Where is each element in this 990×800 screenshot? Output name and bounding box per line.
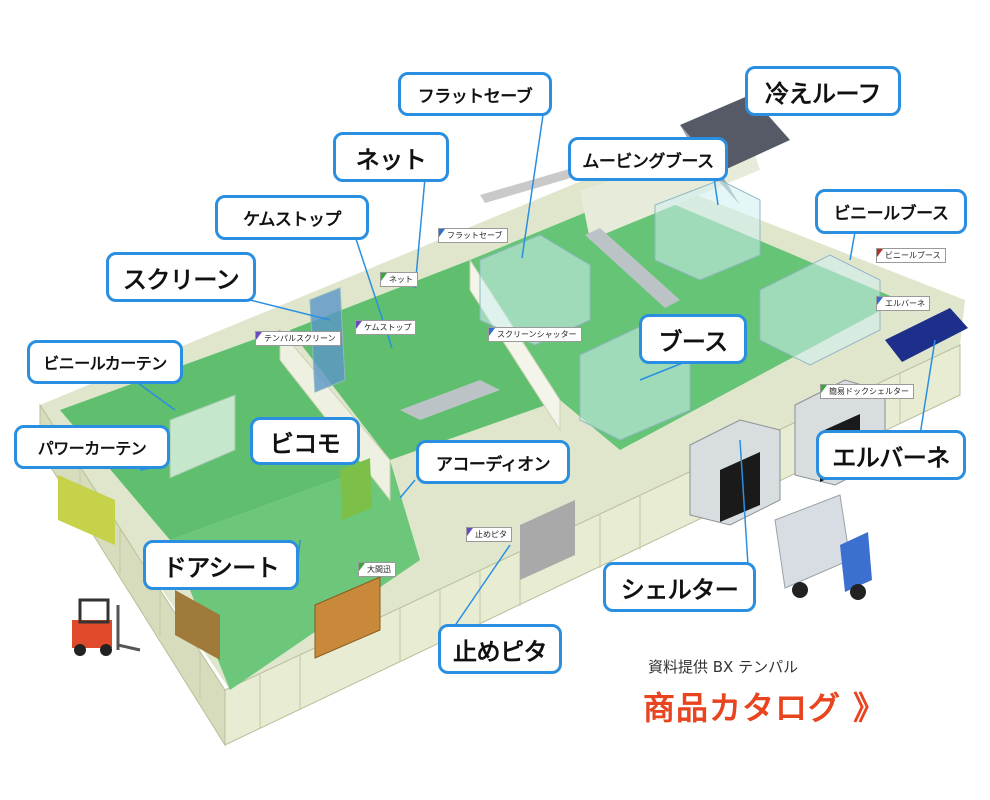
catalog-link[interactable]: 商品カタログ 》 <box>643 689 887 727</box>
booth-glass-vinyl <box>759 254 881 366</box>
tag-elbane: エルバーネ <box>876 296 930 311</box>
door-sheet <box>175 590 220 660</box>
callout-hie-roof[interactable]: 冷えルーフ <box>745 66 901 116</box>
callout-shelter[interactable]: シェルター <box>603 562 756 612</box>
callout-moving-booth[interactable]: ムービングブース <box>568 137 728 181</box>
tag-dock-shelter: 簡易ドックシェルター <box>820 384 914 399</box>
forklift <box>72 598 141 656</box>
tag-net: ネット <box>380 272 418 287</box>
booth-glass-1 <box>479 234 591 346</box>
callout-accordion[interactable]: アコーディオン <box>416 440 570 484</box>
callout-kemstop[interactable]: ケムストップ <box>215 195 369 240</box>
interior-wall-1 <box>279 328 391 502</box>
callout-net[interactable]: ネット <box>333 132 449 182</box>
callout-screen[interactable]: スクリーン <box>106 252 256 302</box>
conveyor-2 <box>400 380 500 420</box>
callout-bicomo[interactable]: ビコモ <box>250 417 360 465</box>
callout-vinyl-booth[interactable]: ビニールブース <box>815 189 967 234</box>
callout-elbane[interactable]: エルバーネ <box>816 430 966 480</box>
conveyor-1 <box>585 228 680 308</box>
tag-screen-shutter: スクリーンシャッター <box>488 327 582 342</box>
elbane-panel <box>885 308 968 362</box>
truck <box>774 494 872 600</box>
callout-vinyl-curtain[interactable]: ビニールカーテン <box>27 340 183 384</box>
source-credit: 資料提供 BX テンパル <box>648 658 799 676</box>
stop-pita-shutter <box>520 500 575 580</box>
tag-vinyl-booth: ビニールブース <box>876 248 946 263</box>
bicomo-unit <box>340 458 372 520</box>
callout-tomepita[interactable]: 止めピタ <box>438 624 562 674</box>
power-curtain-yellow <box>58 475 115 545</box>
tag-tenpal-screen: テンパルスクリーン <box>255 331 341 346</box>
callout-door-sheet[interactable]: ドアシート <box>143 540 299 590</box>
vinyl-curtain <box>169 394 236 479</box>
tag-tomepita: 止めピタ <box>466 527 512 542</box>
tag-kemstop: ケムストップ <box>355 320 417 335</box>
callout-flat-save[interactable]: フラットセーブ <box>398 72 552 116</box>
callout-booth[interactable]: ブース <box>639 314 747 364</box>
tag-flat-save: フラットセーブ <box>438 228 508 243</box>
large-door <box>314 576 381 659</box>
callout-power-curtain[interactable]: パワーカーテン <box>14 425 170 469</box>
tag-ookan: 大間迅 <box>358 562 396 577</box>
